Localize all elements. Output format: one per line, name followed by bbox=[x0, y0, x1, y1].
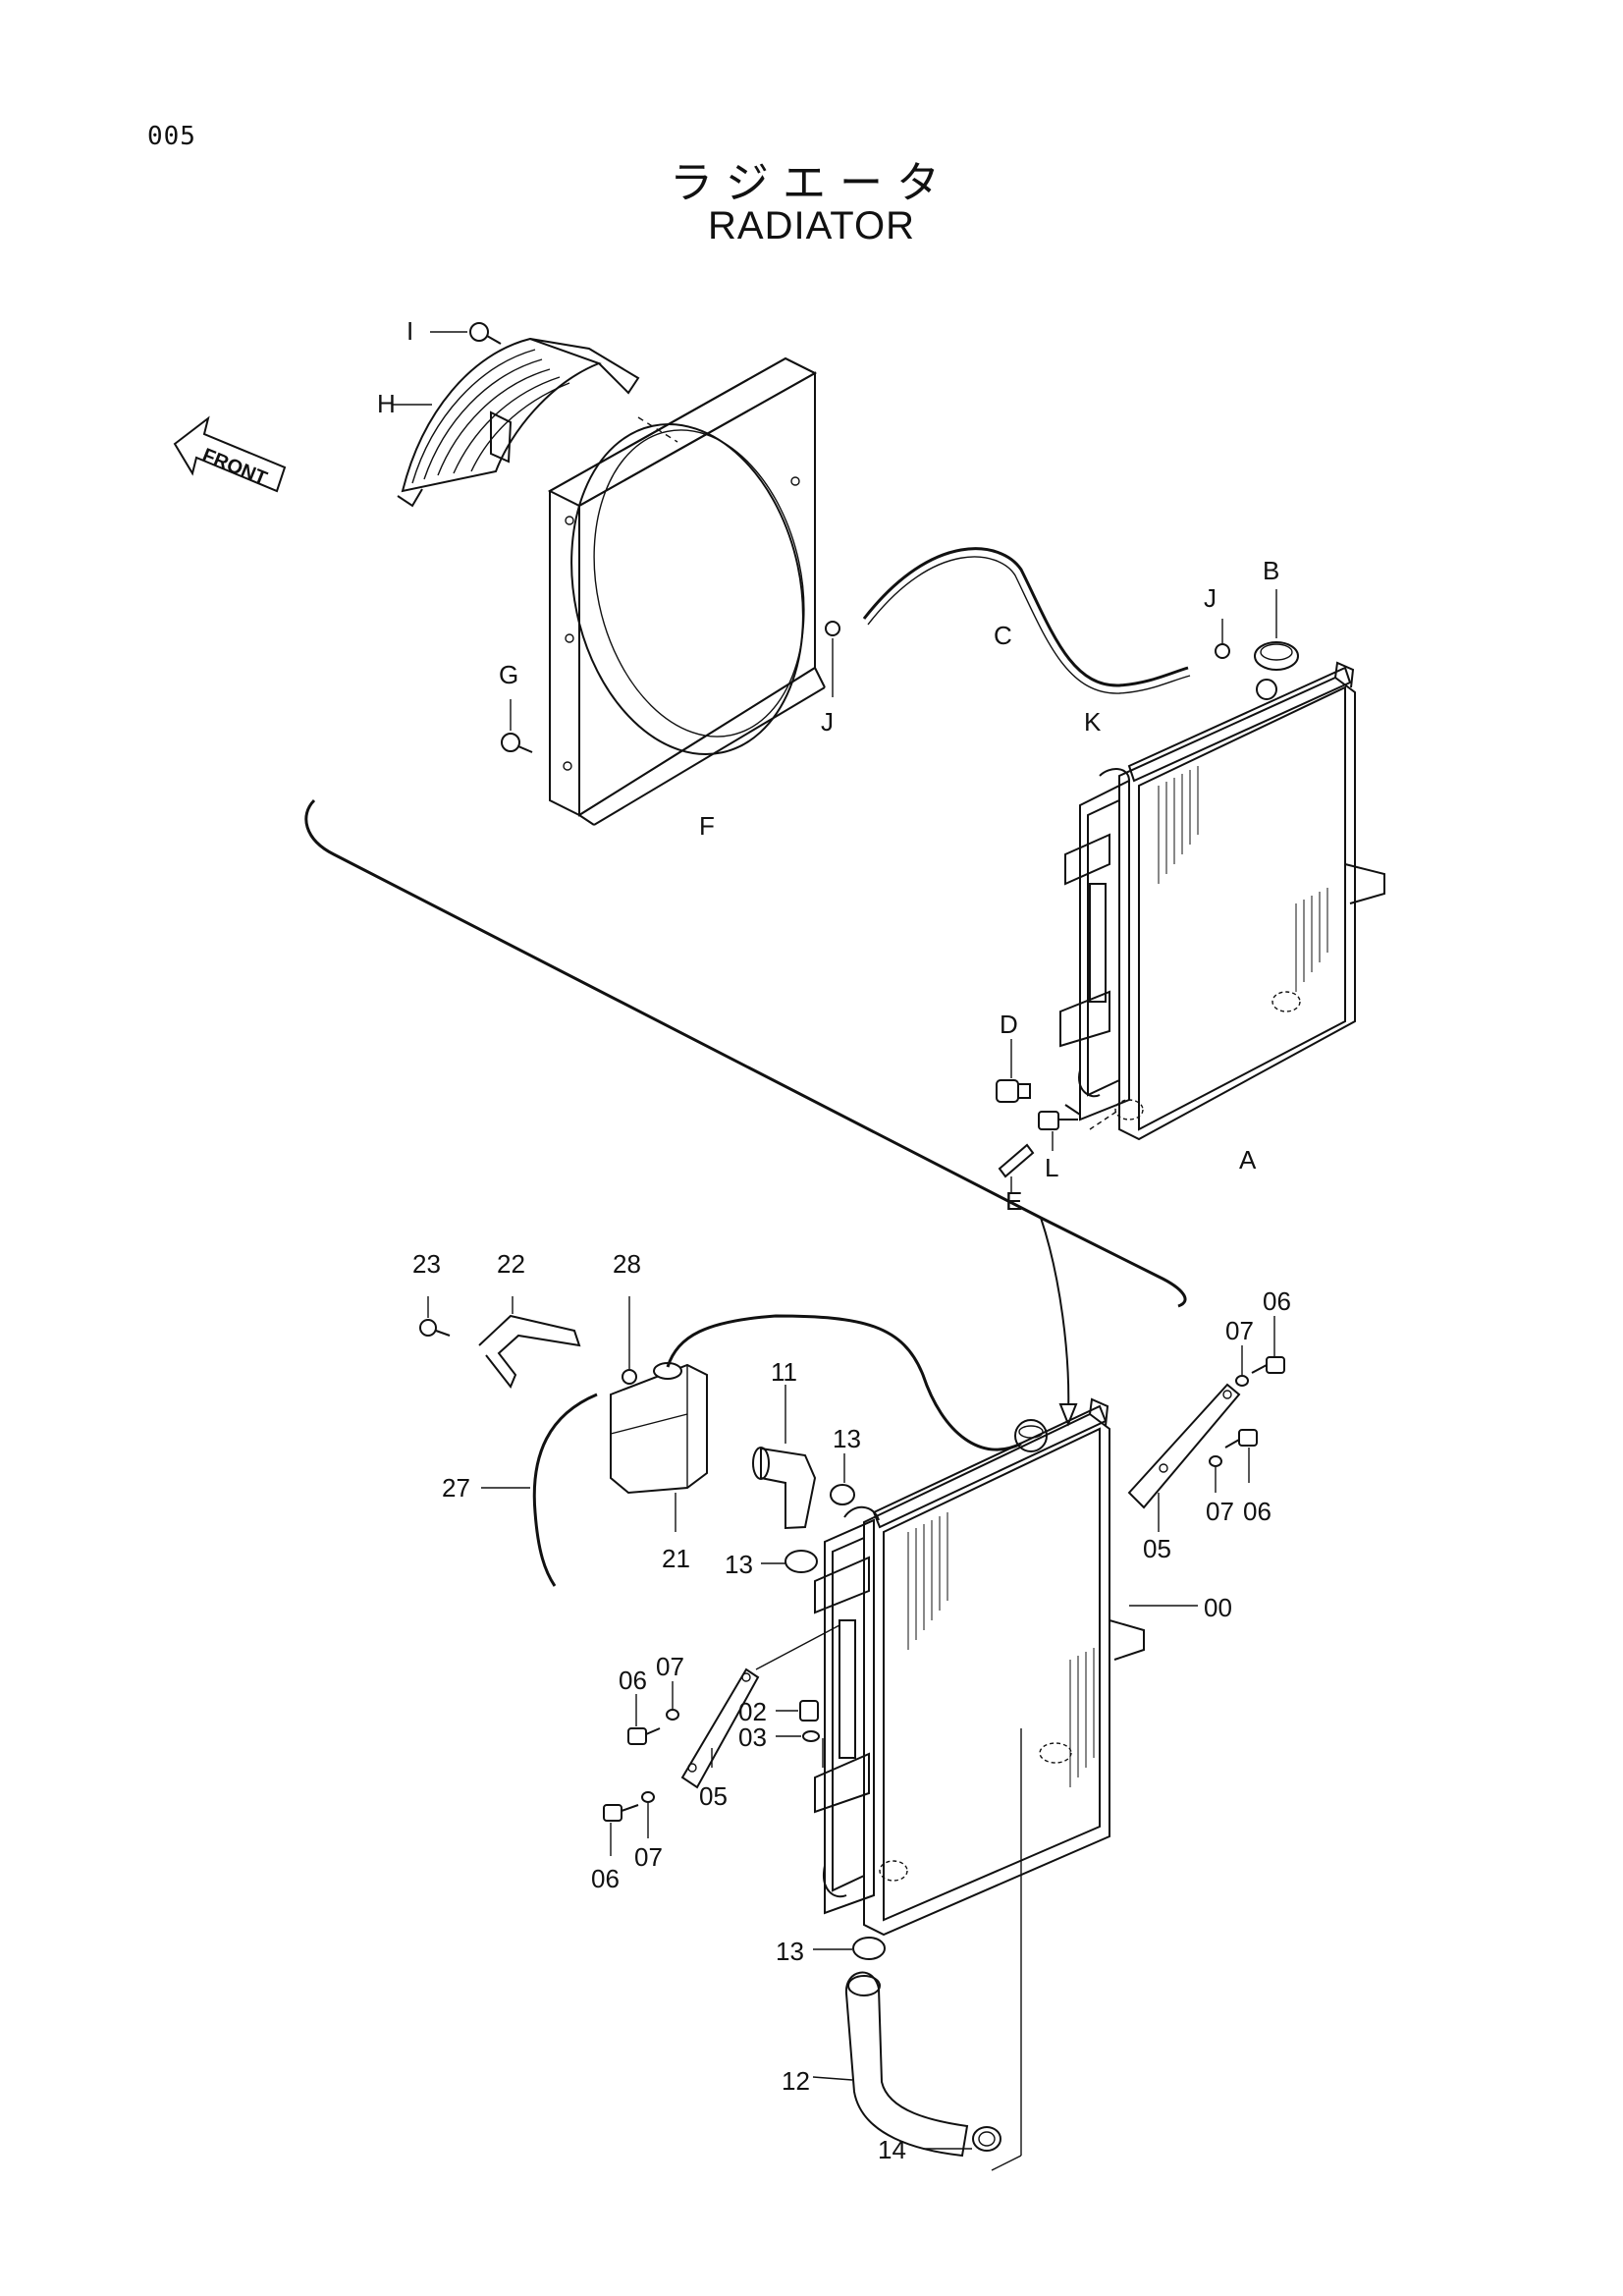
overflow-hose-lower bbox=[666, 1314, 1022, 1451]
label-13-upper: 13 bbox=[833, 1424, 861, 1453]
elbow-fitting-l bbox=[1038, 1111, 1078, 1151]
label-28: 28 bbox=[613, 1249, 641, 1279]
label-L: L bbox=[1045, 1153, 1058, 1182]
washer-07-upper-right bbox=[1235, 1345, 1249, 1387]
radiator-fins-upper bbox=[1158, 766, 1328, 992]
label-06-mid: 06 bbox=[1243, 1497, 1271, 1526]
label-C: C bbox=[994, 621, 1012, 650]
label-22: 22 bbox=[497, 1249, 525, 1279]
label-03: 03 bbox=[738, 1722, 767, 1752]
label-06-left-upper: 06 bbox=[619, 1666, 647, 1695]
label-I: I bbox=[406, 316, 413, 346]
title-japanese: ラジエータ bbox=[669, 158, 954, 208]
radiator-fins-lower bbox=[907, 1512, 1095, 1787]
radiator-assembly-lower bbox=[814, 1397, 1145, 1937]
label-B: B bbox=[1263, 556, 1279, 585]
assembly-bracket bbox=[304, 798, 1187, 1308]
clamp-28 bbox=[622, 1296, 637, 1385]
bolt-06-upper-right bbox=[1251, 1316, 1285, 1374]
upper-hose-11 bbox=[752, 1385, 817, 1530]
label-07-mid: 07 bbox=[1206, 1497, 1234, 1526]
label-06-left-lower: 06 bbox=[591, 1864, 620, 1893]
bolt-06-mid-right bbox=[1224, 1429, 1258, 1483]
gasket-03 bbox=[776, 1730, 820, 1742]
label-05-right: 05 bbox=[1143, 1534, 1171, 1563]
plug-02 bbox=[776, 1700, 819, 1722]
bolt-g bbox=[501, 699, 533, 753]
reserve-tank bbox=[610, 1362, 708, 1532]
hose-clamp-13-lower bbox=[813, 1937, 886, 1960]
stay-bracket-left bbox=[680, 1624, 840, 1789]
label-J-left: J bbox=[821, 707, 834, 737]
hose-clamp-13-mid bbox=[761, 1550, 818, 1573]
label-E: E bbox=[1005, 1186, 1022, 1216]
hose-clamp-13-upper bbox=[830, 1453, 855, 1505]
label-07-left-lower: 07 bbox=[634, 1842, 663, 1872]
bolt-i bbox=[430, 322, 502, 345]
bolt-06-left-upper bbox=[627, 1694, 661, 1745]
bolt-23 bbox=[419, 1296, 451, 1337]
label-13-mid: 13 bbox=[725, 1550, 753, 1579]
tank-bracket-22 bbox=[478, 1296, 581, 1389]
label-D: D bbox=[1000, 1010, 1018, 1039]
label-12: 12 bbox=[782, 2066, 810, 2096]
clamp-j-right bbox=[1215, 619, 1230, 659]
label-13-lower: 13 bbox=[776, 1937, 804, 1966]
label-F: F bbox=[699, 811, 715, 841]
drain-hose-27 bbox=[532, 1393, 598, 1587]
label-05-left: 05 bbox=[699, 1781, 728, 1811]
label-G: G bbox=[499, 660, 518, 689]
radiator-cap-b bbox=[1254, 589, 1299, 671]
hose-clamp-14 bbox=[923, 2126, 1001, 2152]
part-labels: I H G F J C J B K D L E A 23 22 28 06 07… bbox=[377, 316, 1291, 2164]
bolt-06-left-lower bbox=[603, 1804, 639, 1856]
label-07-top: 07 bbox=[1225, 1316, 1254, 1345]
label-00: 00 bbox=[1204, 1593, 1232, 1622]
label-K: K bbox=[1084, 707, 1102, 737]
label-07-left-upper: 07 bbox=[656, 1652, 684, 1681]
washer-07-left-upper bbox=[666, 1681, 679, 1721]
page-number: 005 bbox=[147, 122, 196, 151]
lower-hose-12 bbox=[812, 1971, 969, 2158]
title-english: RADIATOR bbox=[708, 204, 915, 247]
stay-bracket-right bbox=[1127, 1383, 1241, 1532]
label-06-top: 06 bbox=[1263, 1286, 1291, 1316]
label-A: A bbox=[1239, 1145, 1257, 1175]
overflow-hose-upper bbox=[862, 547, 1189, 687]
clamp-j-left bbox=[825, 621, 840, 697]
label-02: 02 bbox=[738, 1697, 767, 1726]
front-arrow: FRONT bbox=[173, 415, 287, 493]
plug-e bbox=[998, 1143, 1035, 1194]
label-21: 21 bbox=[662, 1544, 690, 1573]
label-H: H bbox=[377, 389, 396, 418]
label-14: 14 bbox=[878, 2135, 906, 2164]
label-J-right: J bbox=[1204, 583, 1217, 613]
label-23: 23 bbox=[412, 1249, 441, 1279]
label-11: 11 bbox=[771, 1357, 797, 1387]
drain-fitting-d bbox=[996, 1039, 1031, 1103]
radiator-assembly-upper bbox=[1059, 661, 1385, 1141]
label-27: 27 bbox=[442, 1473, 470, 1503]
fan-guard-part bbox=[397, 337, 678, 508]
fan-shroud-part bbox=[547, 356, 826, 826]
washer-07-mid-right bbox=[1209, 1455, 1222, 1493]
washer-07-left-lower bbox=[641, 1791, 655, 1838]
